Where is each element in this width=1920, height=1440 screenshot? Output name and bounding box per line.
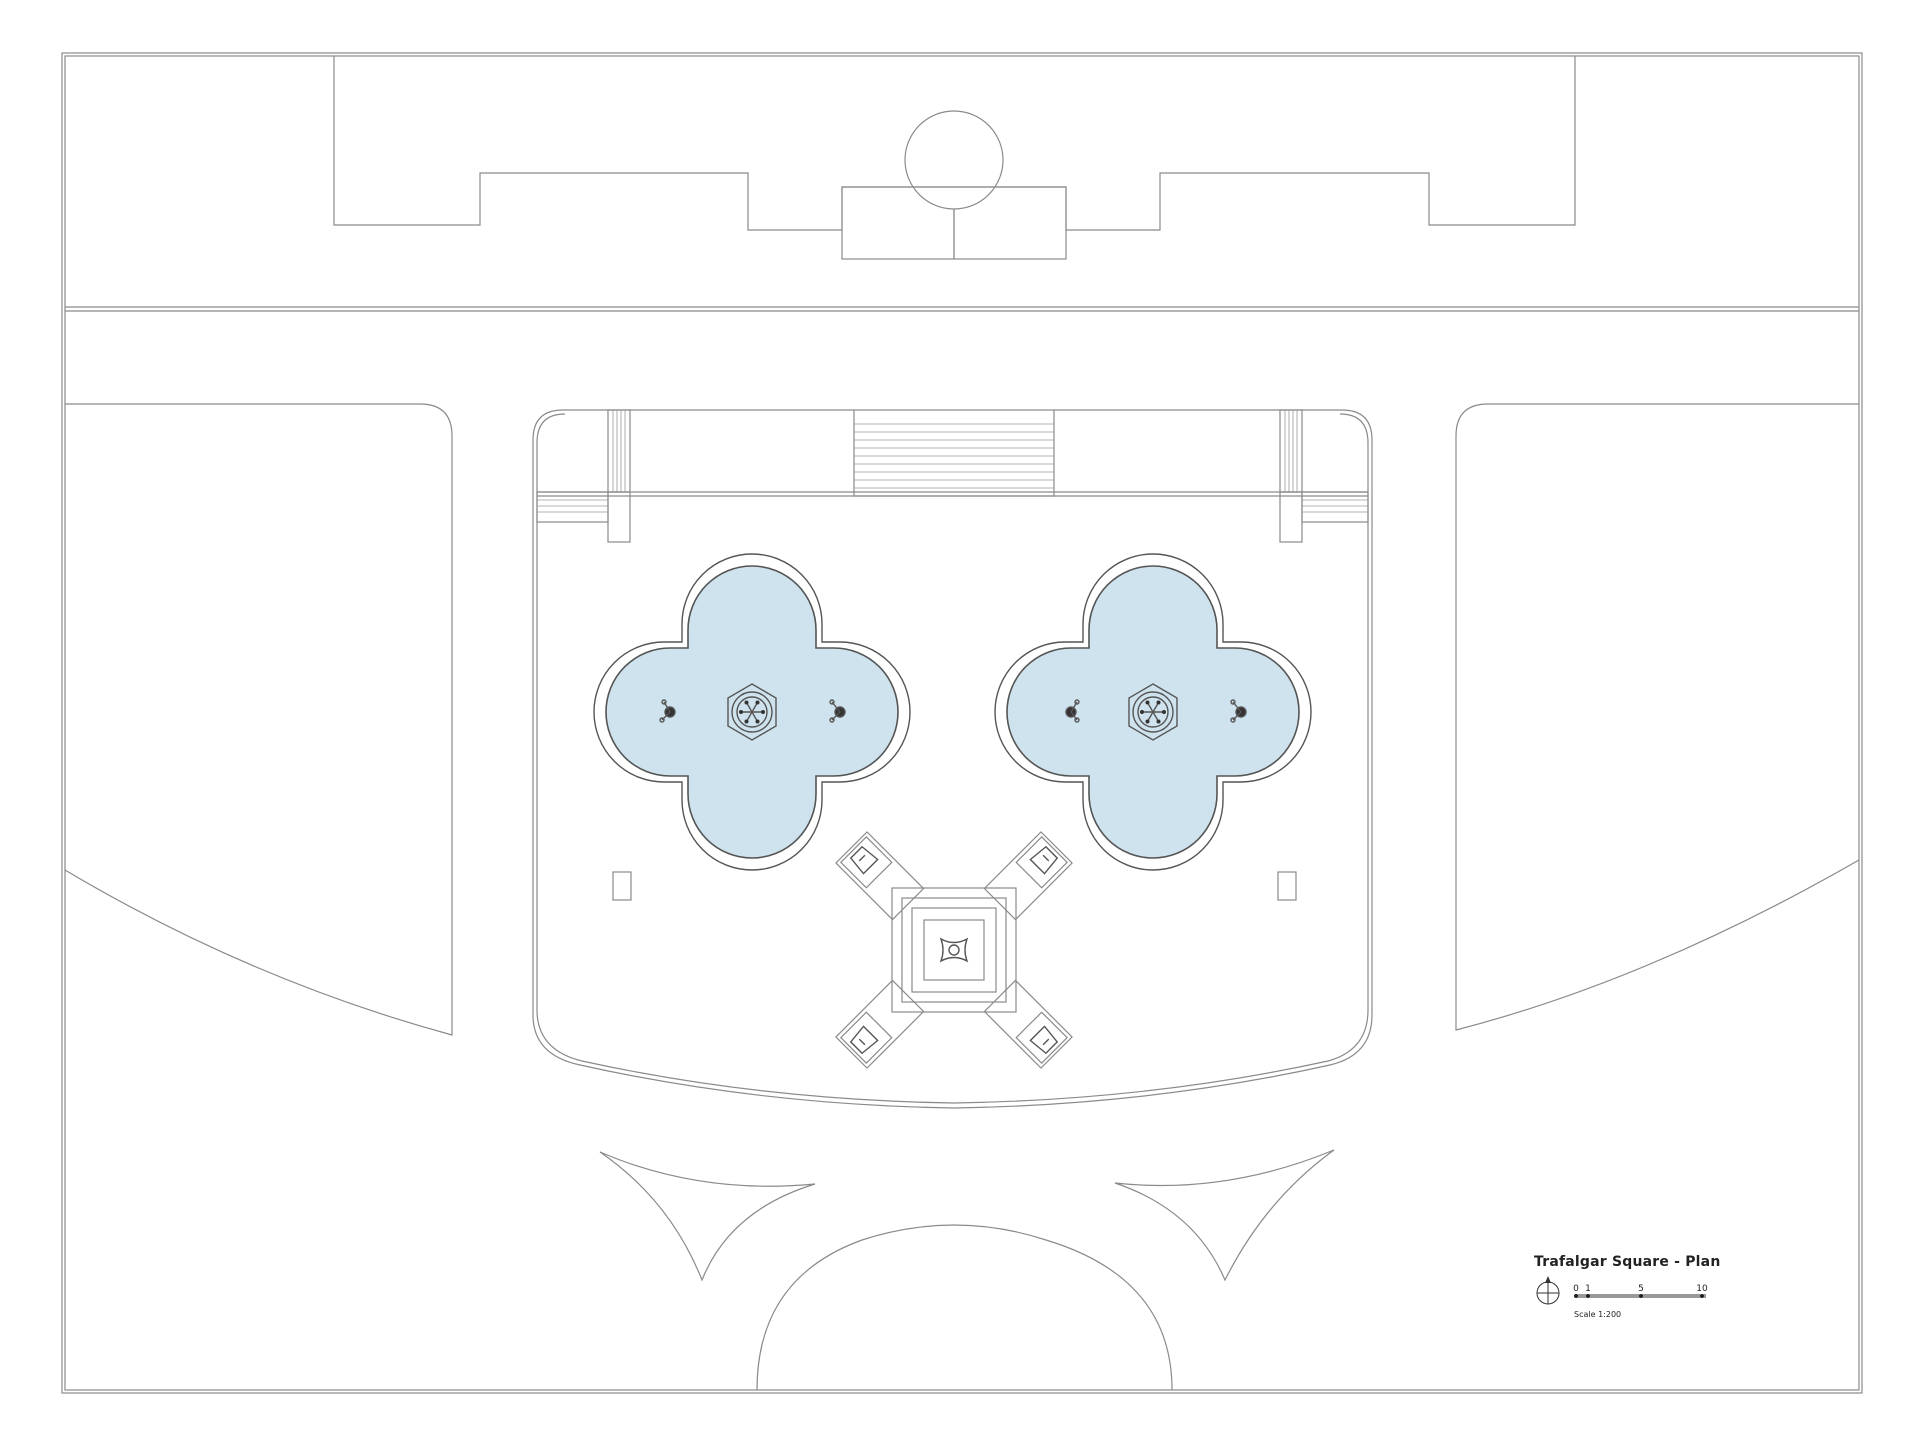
lower-circle (756, 1224, 1173, 1391)
stairs-left (536, 409, 631, 543)
plinth-left (612, 871, 632, 901)
jet-left (1065, 699, 1080, 723)
pavement-left (64, 403, 453, 1036)
square-outline-inner (536, 413, 1369, 1104)
island-right (1114, 1149, 1335, 1282)
fountain-left (593, 553, 911, 871)
central-stairs (853, 409, 1055, 497)
north-arrow-icon (1536, 1276, 1560, 1305)
drawing-frame-outer (61, 52, 1863, 1394)
column-pedestal-icon (891, 887, 1017, 1013)
lion-statue-icon (835, 831, 1073, 1069)
pavement-right (1455, 403, 1860, 1031)
scale-tick-10: 10 (1696, 1284, 1708, 1294)
scale-tick-1: 1 (1585, 1284, 1591, 1294)
drawing-title: Trafalgar Square - Plan (1534, 1254, 1721, 1270)
square-outline-outer (532, 409, 1373, 1109)
scale-bar (1536, 1276, 1706, 1305)
jet-right (1230, 699, 1247, 723)
national-gallery-outline (333, 56, 1576, 231)
scale-tick-0: 0 (1573, 1284, 1579, 1294)
jet-left (659, 699, 676, 723)
nelsons-column (835, 831, 1073, 1069)
fountain-icon (1128, 683, 1178, 741)
scale-label: Scale 1:200 (1574, 1310, 1622, 1319)
jet-right (829, 699, 846, 723)
fountain-icon (727, 683, 777, 741)
island-left (599, 1151, 816, 1282)
title-block: Trafalgar Square - Plan 0 1 5 10 Scale 1… (1534, 1254, 1734, 1319)
fountain-right (994, 553, 1312, 871)
drawing-frame-inner (64, 55, 1860, 1391)
scale-tick-5: 5 (1638, 1284, 1644, 1294)
plinth-right (1277, 871, 1297, 901)
stairs-right (1279, 409, 1369, 543)
gallery-dome (904, 110, 1004, 210)
